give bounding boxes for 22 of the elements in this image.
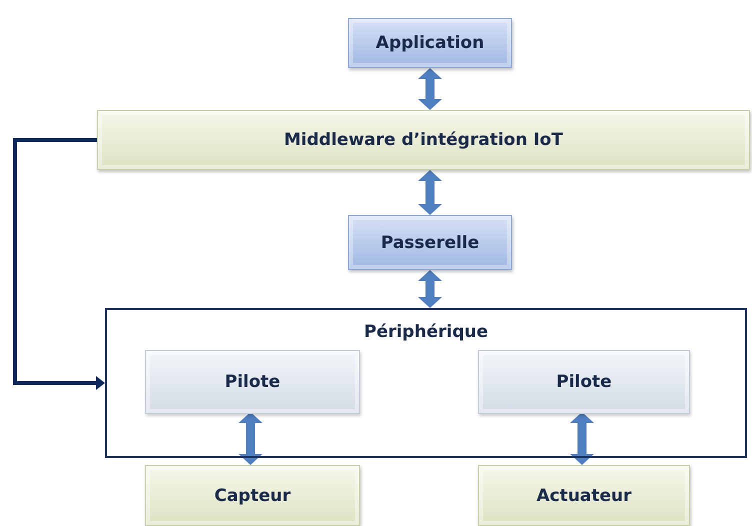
node-label: Périphérique <box>364 322 488 342</box>
layer-box <box>348 18 512 68</box>
layer-box <box>348 215 512 270</box>
node-label: Pilote <box>556 372 612 392</box>
device-frame <box>105 308 747 458</box>
double-arrow <box>418 170 442 215</box>
double-arrow <box>570 412 594 465</box>
node-label: Passerelle <box>380 232 480 252</box>
component-box <box>478 465 690 526</box>
node-label: Capteur <box>214 486 291 506</box>
double-arrow <box>418 68 442 110</box>
layer-box <box>97 110 750 170</box>
double-arrow <box>238 412 262 465</box>
driver-box <box>145 350 360 414</box>
driver-box <box>478 350 690 414</box>
node-label: Actuateur <box>536 486 632 506</box>
double-arrow <box>418 270 442 308</box>
node-label: Application <box>376 33 484 53</box>
component-box <box>145 465 360 526</box>
node-label: Middleware d’intégration IoT <box>284 130 563 150</box>
feedback-arrow <box>13 138 105 390</box>
node-label: Pilote <box>224 372 280 392</box>
